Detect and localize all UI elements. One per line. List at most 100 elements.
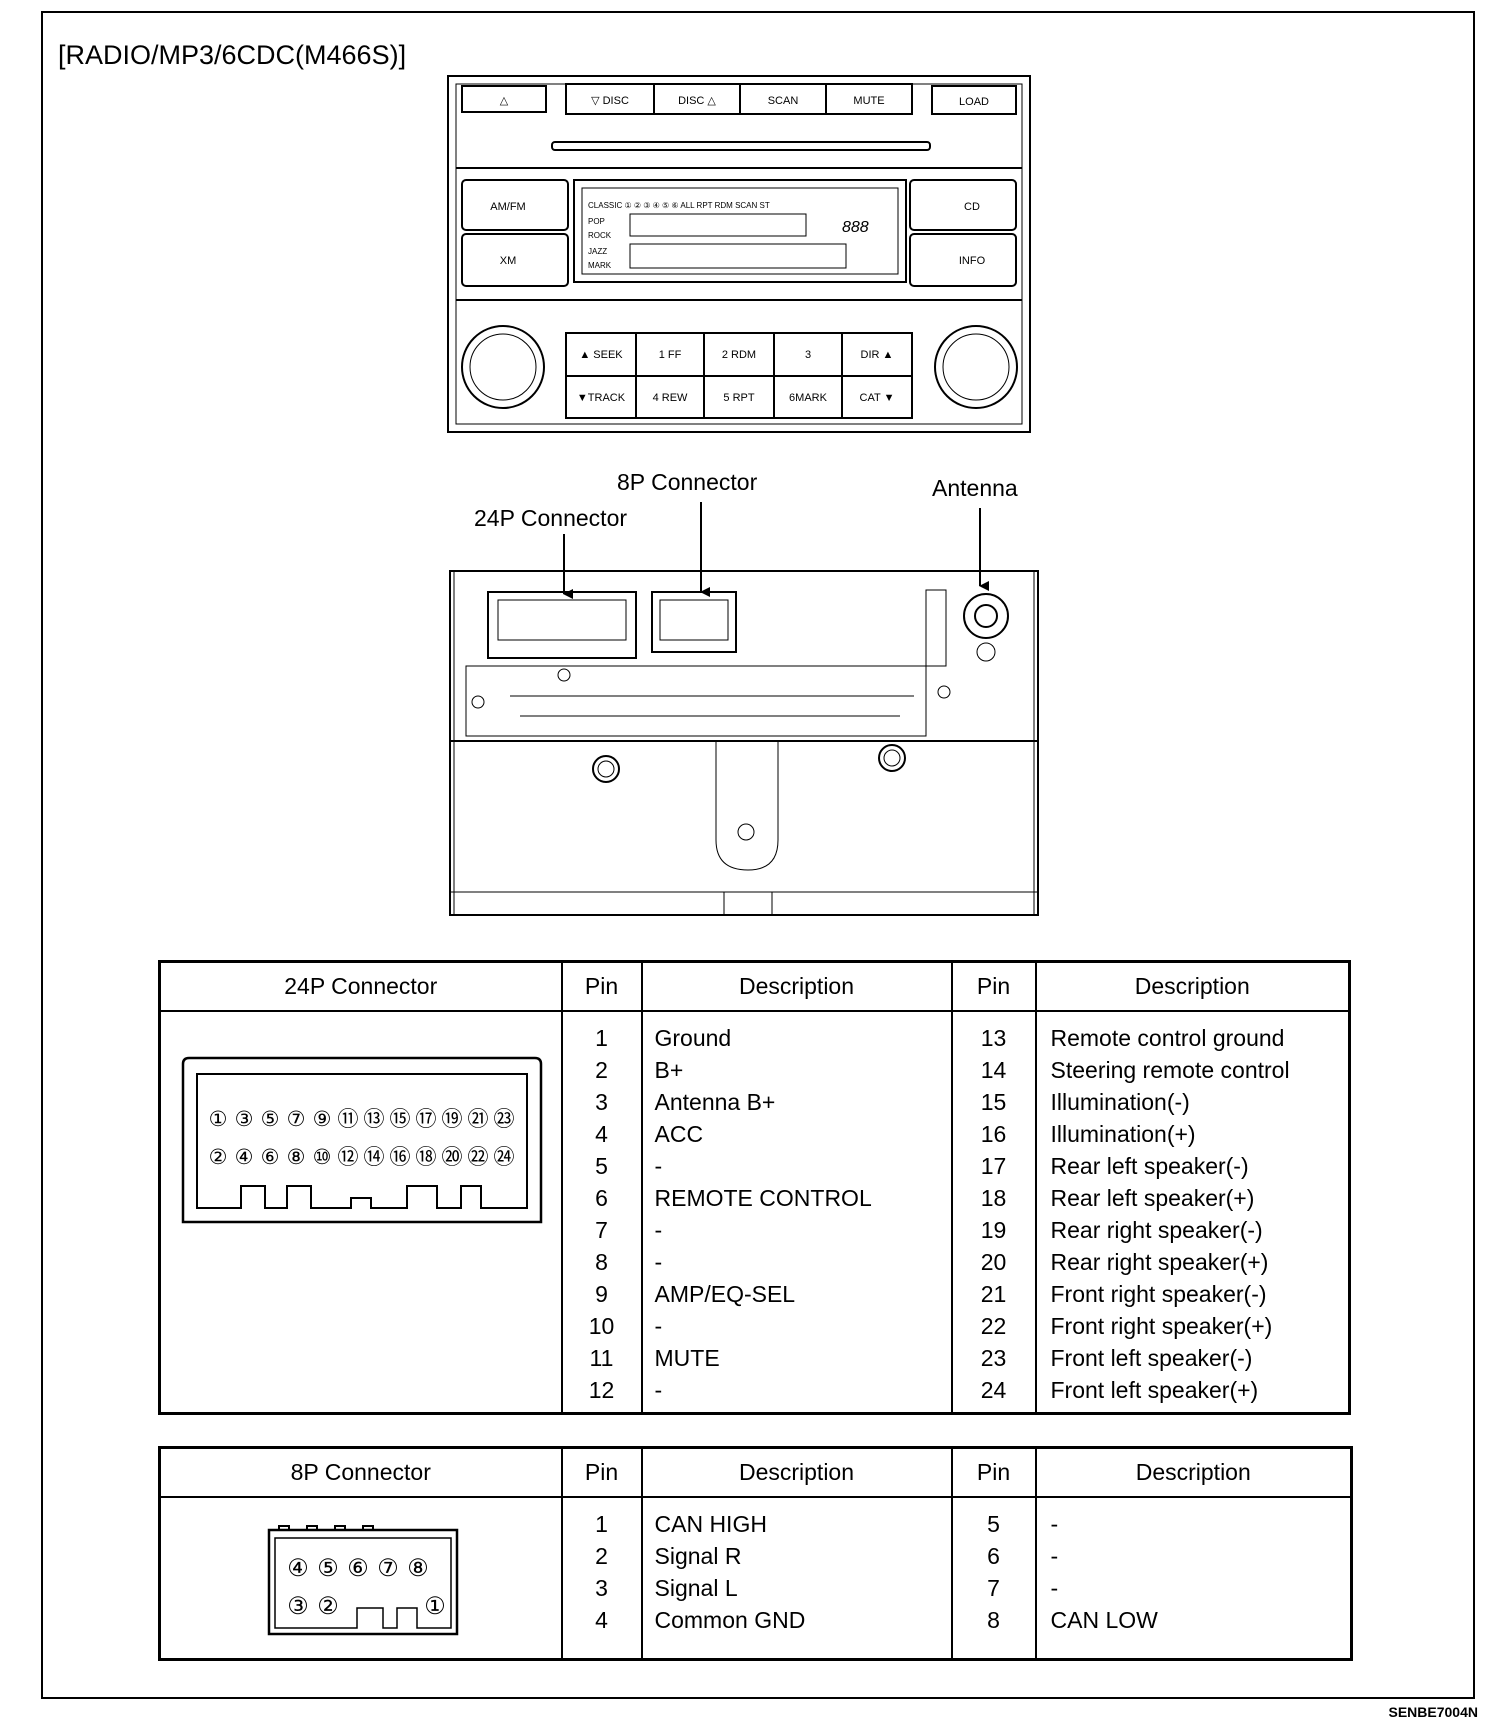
th-24p-connector: 24P Connector [158, 960, 563, 1012]
pin-face-21: ㉑ [468, 1108, 489, 1131]
pin-face-3: ③ [287, 1593, 309, 1620]
pin-description: Front right speaker(+) [1050, 1313, 1273, 1339]
pin-number: 9 [595, 1281, 608, 1307]
pin-number: 8 [595, 1249, 608, 1275]
pin-table-24p: 24P Connector Pin Description Pin Descri… [158, 960, 1351, 1415]
load-button [931, 85, 1017, 115]
pin-face-6: ⑥ [261, 1146, 280, 1169]
pin-number: 1 [595, 1511, 608, 1537]
pin-face-18: ⑱ [416, 1146, 437, 1169]
display-indicators: CLASSIC ① ② ③ ④ ⑤ ⑥ ALL RPT RDM SCAN ST [588, 201, 770, 210]
pin-number: 6 [987, 1543, 1000, 1569]
pin-number: 13 [980, 1025, 1007, 1051]
pin-face-9: ⑨ [313, 1108, 332, 1131]
pin-description: CAN HIGH [654, 1511, 767, 1537]
pin-description: ACC [654, 1121, 704, 1147]
pin-number: 19 [980, 1217, 1007, 1243]
pin-description: Antenna B+ [654, 1089, 776, 1115]
disc-up-label: DISC △ [678, 95, 716, 107]
pin-number: 5 [595, 1153, 608, 1179]
cd-label: CD [964, 201, 980, 213]
pin-face-17: ⑰ [416, 1108, 437, 1131]
pins-24p-left: 1 2 3 4 5 6 7 8 9 10 11 12 [560, 1011, 643, 1413]
radio-illustration: △ ▽ DISC DISC △ SCAN MUTE LOAD AM/FM XM … [447, 75, 1039, 916]
pin-description: REMOTE CONTROL [654, 1185, 872, 1211]
th-24p-pin-right: Pin [950, 960, 1037, 1012]
pin-face-22: ㉒ [468, 1146, 489, 1169]
pin-number: 23 [980, 1345, 1007, 1371]
pin-face-6: ⑥ [347, 1555, 369, 1582]
pin-number: 3 [595, 1089, 608, 1115]
pin-description: - [654, 1153, 663, 1179]
pin-face-4: ④ [287, 1555, 309, 1582]
desc-8p-right: - - - CAN LOW [1034, 1497, 1353, 1659]
pin-number: 18 [980, 1185, 1007, 1211]
pin-face-5: ⑤ [261, 1108, 280, 1131]
pin-face-11: ⑪ [338, 1108, 359, 1131]
pin-face-2: ② [209, 1146, 228, 1169]
pin-description: - [654, 1313, 663, 1339]
pin-description: - [1050, 1543, 1059, 1569]
pin-face-8: ⑧ [407, 1555, 429, 1582]
pin-number: 14 [980, 1057, 1007, 1083]
pin-description: Ground [654, 1025, 732, 1051]
pin-description: Steering remote control [1050, 1057, 1290, 1083]
pin-description: - [1050, 1575, 1059, 1601]
pin-number: 16 [980, 1121, 1007, 1147]
pin-number: 6 [595, 1185, 608, 1211]
pin-number: 2 [595, 1543, 608, 1569]
th-24p-pin-left: Pin [560, 960, 643, 1012]
display-mode-mark: MARK [588, 261, 612, 270]
th-8p-pin-right: Pin [950, 1446, 1037, 1498]
desc-8p-left: CAN HIGH Signal R Signal L Common GND [640, 1497, 953, 1659]
th-24p-desc-right: Description [1034, 960, 1351, 1012]
pin-description: Front left speaker(-) [1050, 1345, 1253, 1371]
pin-face-1: ① [424, 1593, 446, 1620]
preset-4-label: 4 REW [653, 392, 688, 404]
preset-5-label: 5 RPT [723, 392, 754, 404]
pin-face-2: ② [317, 1593, 339, 1620]
eject-button [461, 85, 547, 113]
pin-face-10: ⑩ [313, 1146, 332, 1169]
pin-face-19: ⑲ [442, 1108, 463, 1131]
dir-label: DIR ▲ [861, 349, 894, 361]
pin-description: Illumination(-) [1050, 1089, 1190, 1115]
pin-number: 7 [987, 1575, 1000, 1601]
pin-description: Rear right speaker(+) [1050, 1249, 1269, 1275]
cat-label: CAT ▼ [860, 392, 895, 404]
pin-face-4: ④ [235, 1146, 254, 1169]
pin-face-15: ⑮ [390, 1108, 411, 1131]
diagram-frame [41, 11, 1475, 1699]
seek-label: ▲ SEEK [579, 349, 623, 361]
pin-number: 5 [987, 1511, 1000, 1537]
display-mode-jazz: JAZZ [588, 247, 607, 256]
th-8p-desc-left: Description [640, 1446, 953, 1498]
amfm-label: AM/FM [490, 201, 525, 213]
connector-24p-cell: ① ③ ⑤ ⑦ ⑨ ⑪ ⑬ ⑮ ⑰ ⑲ ㉑ ㉓ ② ④ ⑥ ⑧ ⑩ [158, 1011, 563, 1413]
pin-number: 21 [980, 1281, 1007, 1307]
desc-24p-left: Ground B+ Antenna B+ ACC - REMOTE CONTRO… [640, 1011, 953, 1413]
th-8p-desc-right: Description [1034, 1446, 1353, 1498]
pin-description: Rear left speaker(+) [1050, 1185, 1255, 1211]
pin-number: 3 [595, 1575, 608, 1601]
th-8p-pin-left: Pin [560, 1446, 643, 1498]
pin-description: - [1050, 1511, 1059, 1537]
pin-description: AMP/EQ-SEL [654, 1281, 796, 1307]
preset-2-label: 2 RDM [722, 349, 756, 361]
pins-8p-right: 5 6 7 8 [950, 1497, 1037, 1659]
pin-number: 2 [595, 1057, 608, 1083]
pin-face-7: ⑦ [287, 1108, 306, 1131]
pin-description: Front right speaker(-) [1050, 1281, 1267, 1307]
pin-face-24: ㉔ [494, 1146, 515, 1169]
figure-code: SENBE7004N [1388, 1704, 1479, 1720]
scan-label: SCAN [768, 95, 799, 107]
pin-number: 4 [595, 1121, 608, 1147]
pin-number: 11 [589, 1345, 614, 1371]
pin-description: Rear left speaker(-) [1050, 1153, 1249, 1179]
connector-24p-face: ① ③ ⑤ ⑦ ⑨ ⑪ ⑬ ⑮ ⑰ ⑲ ㉑ ㉓ ② ④ ⑥ ⑧ ⑩ [181, 1056, 543, 1224]
preset-1-label: 1 FF [659, 349, 682, 361]
callout-8p: 8P Connector [617, 469, 758, 495]
pin-description: - [654, 1217, 663, 1243]
th-8p-connector: 8P Connector [158, 1446, 563, 1498]
preset-6-label: 6MARK [789, 392, 828, 404]
